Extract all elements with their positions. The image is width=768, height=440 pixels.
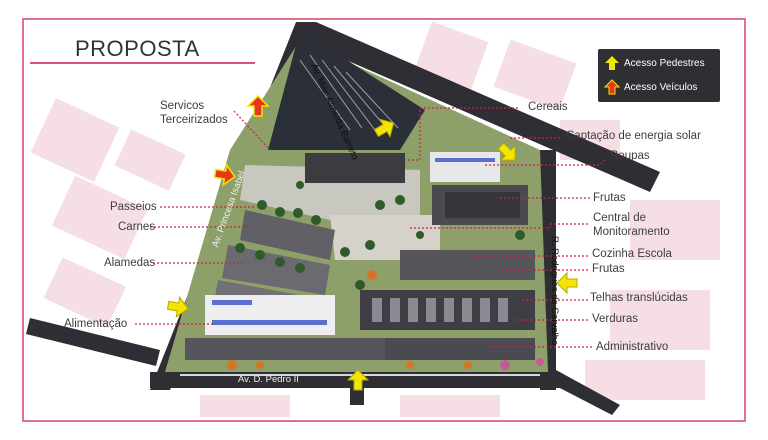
building-cozinha	[400, 250, 535, 280]
page-title: PROPOSTA	[75, 36, 200, 61]
label-cozinha: Cozinha Escola	[592, 248, 672, 260]
pedestrian-arrow-left	[166, 295, 189, 318]
label-central-1: Central de	[593, 212, 647, 224]
pedestrian-arrow-bottom	[346, 369, 370, 391]
vehicle-arrow-icon	[604, 79, 620, 95]
label-terceirizados: Terceirizados	[160, 114, 228, 126]
parking-stripes	[299, 54, 399, 131]
buildings	[185, 152, 535, 360]
legend-vehicle-label: Acesso Veículos	[624, 81, 698, 93]
label-telhas: Telhas translúcidas	[590, 292, 688, 304]
pedestrian-arrow-top	[373, 118, 395, 138]
leader-cereais	[405, 107, 518, 161]
pedestrian-arrow-top-right	[497, 142, 516, 161]
label-captacao: Captação de energia solar	[566, 130, 701, 142]
figure-frame	[22, 18, 746, 422]
legend: Acesso Pedestres Acesso Veículos	[598, 49, 720, 102]
background-blocks	[30, 21, 720, 417]
label-frutas-1: Frutas	[593, 192, 626, 204]
building-carnes-1	[240, 210, 335, 260]
title-underline	[30, 62, 255, 64]
label-alamedas: Alamedas	[104, 257, 156, 269]
label-servicos: Servicos	[160, 100, 205, 112]
label-roupas: Roupas	[610, 150, 650, 162]
trees	[235, 181, 525, 290]
label-central-2: Monitoramento	[593, 226, 670, 238]
label-verduras: Verduras	[592, 313, 639, 325]
road-av-mar-almeida-barreto	[300, 22, 660, 192]
tree-pink	[500, 358, 544, 370]
pedestrian-arrow-icon	[605, 56, 619, 70]
building-administrativo	[385, 338, 535, 360]
label-frutas-2: Frutas	[592, 263, 625, 275]
street-label-bottom: Av. D. Pedro II	[238, 374, 299, 385]
legend-pedestrian-label: Acesso Pedestres	[624, 57, 705, 69]
building-front-row	[185, 338, 385, 360]
legend-row-pedestrian: Acesso Pedestres	[604, 53, 705, 73]
street-label-right: R. Rodrigues de Carvalho	[549, 236, 560, 346]
label-alimentacao: Alimentação	[64, 318, 128, 330]
building-carnes-2	[222, 245, 330, 295]
legend-row-vehicle: Acesso Veículos	[604, 77, 697, 97]
access-arrows	[166, 94, 578, 391]
leader-central	[410, 223, 588, 229]
label-carnes: Carnes	[118, 221, 156, 233]
parking-lot	[268, 30, 425, 150]
label-passeios: Passeios	[110, 201, 157, 213]
road-south-east-branch	[556, 370, 620, 415]
pedestrian-arrow-right	[556, 271, 578, 295]
building-roupas	[430, 152, 500, 182]
label-cereais: Cereais	[528, 101, 568, 113]
central-plaza	[330, 215, 440, 260]
label-administrativo: Administrativo	[596, 341, 669, 353]
leader-servicos	[233, 110, 271, 151]
tree-orange	[227, 270, 472, 370]
building-cereais	[305, 153, 405, 183]
leader-lines	[135, 107, 606, 348]
road-south-stub	[350, 388, 364, 405]
vehicle-arrow-left	[213, 163, 236, 187]
road-west-branch	[26, 318, 160, 366]
vehicle-arrow-top-left	[246, 94, 270, 117]
